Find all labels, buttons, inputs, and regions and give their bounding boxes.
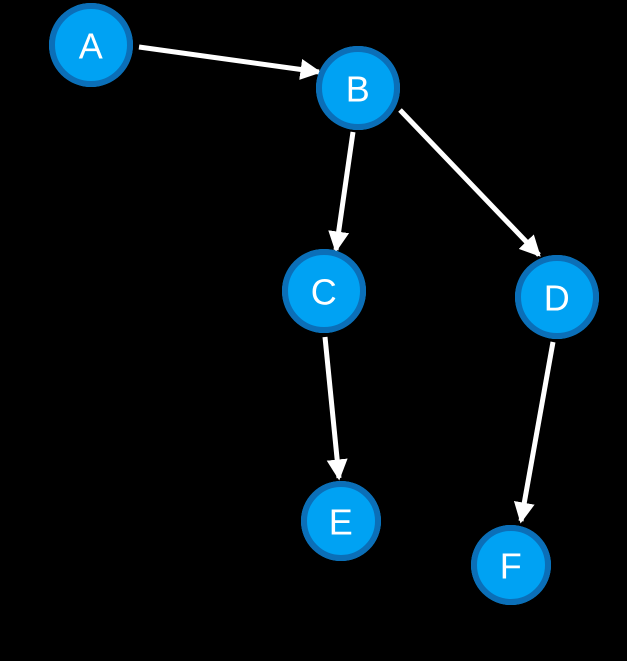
edge-b-to-d [398,108,541,257]
edge-a-to-b [138,44,322,80]
edge-b-to-c [328,131,356,253]
node-c-fill[interactable] [282,249,366,333]
edge-d-to-f [513,341,556,524]
node-d-fill[interactable] [515,255,599,339]
nodes-group: A B C D E [49,3,599,605]
node-a[interactable]: A [49,3,133,87]
node-e-label: E [329,502,354,543]
node-c-label: C [311,272,338,313]
node-e-ring [301,481,381,561]
node-a-fill[interactable] [49,3,133,87]
node-d[interactable]: D [515,255,599,339]
node-f[interactable]: F [471,525,551,605]
node-a-label: A [79,26,104,67]
node-e[interactable]: E [301,481,381,561]
node-f-ring [471,525,551,605]
node-d-ring [515,255,599,339]
node-c[interactable]: C [282,249,366,333]
node-a-ring [49,3,133,87]
edge-c-to-e [322,336,348,481]
node-f-label: F [500,546,523,587]
node-b-fill[interactable] [316,46,400,130]
edges-group [138,44,556,524]
node-b[interactable]: B [316,46,400,130]
node-f-fill[interactable] [471,525,551,605]
node-c-ring [282,249,366,333]
node-b-ring [316,46,400,130]
node-d-label: D [544,278,571,319]
node-e-fill[interactable] [301,481,381,561]
node-b-label: B [346,69,371,110]
